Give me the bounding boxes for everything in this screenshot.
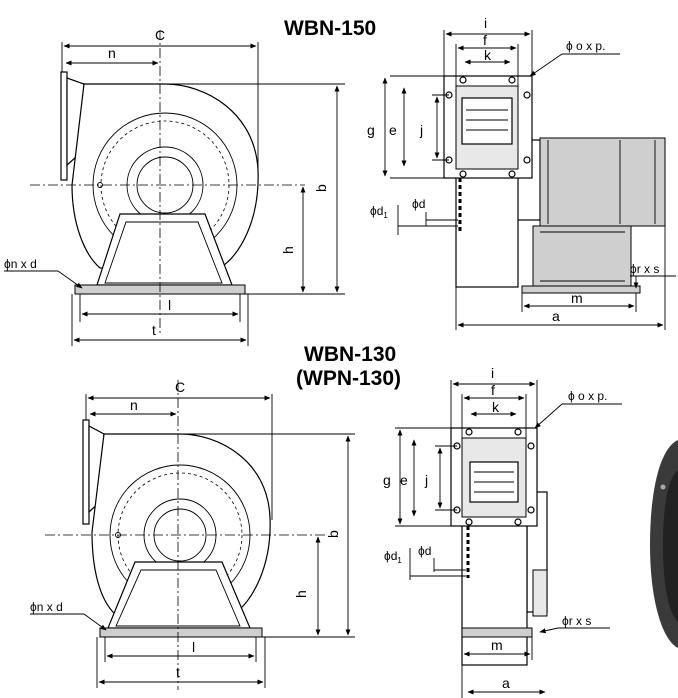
bottom-front-view: i f k ϕ o x p. g e j ϕd1 ϕd <box>383 365 622 698</box>
dim-h-label: h <box>293 590 309 598</box>
top-front-view: i f k ϕ o x p. g e j ϕd1 ϕd <box>367 15 676 330</box>
phi-o-x-p-label: ϕ o x p. <box>568 389 607 403</box>
dim-i-label: i <box>491 365 494 381</box>
phi-d-label: ϕd <box>412 197 425 211</box>
dim-c-label: C <box>175 379 185 395</box>
dim-n-label: n <box>130 397 138 413</box>
inlet-flange <box>82 419 90 525</box>
dim-l-label: l <box>192 639 195 655</box>
motor-body <box>539 137 666 227</box>
motor-foot <box>532 225 632 287</box>
dim-f-label: f <box>483 32 487 48</box>
title-wbn-130: WBN-130 <box>304 343 397 366</box>
dim-h-label: h <box>280 246 296 254</box>
phi-o-x-p-label: ϕ o x p. <box>566 39 605 53</box>
dim-f-label: f <box>491 382 495 398</box>
dim-e-label: e <box>389 122 397 138</box>
dim-k-label: k <box>492 399 500 415</box>
dim-i-label: i <box>484 15 487 31</box>
title-wbn-150: WBN-150 <box>284 17 377 40</box>
dim-a-label: a <box>502 675 510 691</box>
dim-c-label: C <box>155 27 165 43</box>
phi-r-x-s-label: ϕr x s <box>630 262 659 276</box>
dim-e-label: e <box>400 472 408 488</box>
phi-d-label: ϕd <box>418 544 431 558</box>
top-side-view: C n b h l t ϕn x d <box>4 27 345 346</box>
phi-n-x-d-label: ϕn x d <box>4 257 37 271</box>
dim-a-label: a <box>552 308 560 324</box>
dim-g-label: g <box>367 122 375 138</box>
base-plate <box>461 627 533 638</box>
dim-b-label: b <box>313 184 329 192</box>
dim-m-label: m <box>571 290 583 306</box>
bottom-side-view: C n b h l t ϕn x d <box>30 379 355 690</box>
phi-d1-label: ϕd1 <box>384 549 402 565</box>
dim-g-label: g <box>383 472 391 488</box>
phi-d1-label: ϕd1 <box>370 204 388 220</box>
dim-l-label: l <box>168 297 171 313</box>
dim-b-label: b <box>325 530 341 538</box>
dim-m-label: m <box>491 637 503 653</box>
title-wpn-130: (WPN-130) <box>296 367 402 390</box>
dim-n-label: n <box>108 45 116 61</box>
phi-r-x-s-label: ϕr x s <box>562 614 591 628</box>
dim-j-label: j <box>419 122 423 138</box>
dim-k-label: k <box>484 47 492 63</box>
fan-body <box>461 524 528 666</box>
dim-j-label: j <box>424 472 428 488</box>
base-plate <box>99 627 263 638</box>
dim-t-label: t <box>176 664 180 680</box>
dim-t-label: t <box>152 322 156 338</box>
phi-n-x-d-label: ϕn x d <box>30 600 63 614</box>
fan-body <box>455 169 519 288</box>
inlet-flange <box>60 71 68 181</box>
motor-base-plate <box>521 285 641 294</box>
